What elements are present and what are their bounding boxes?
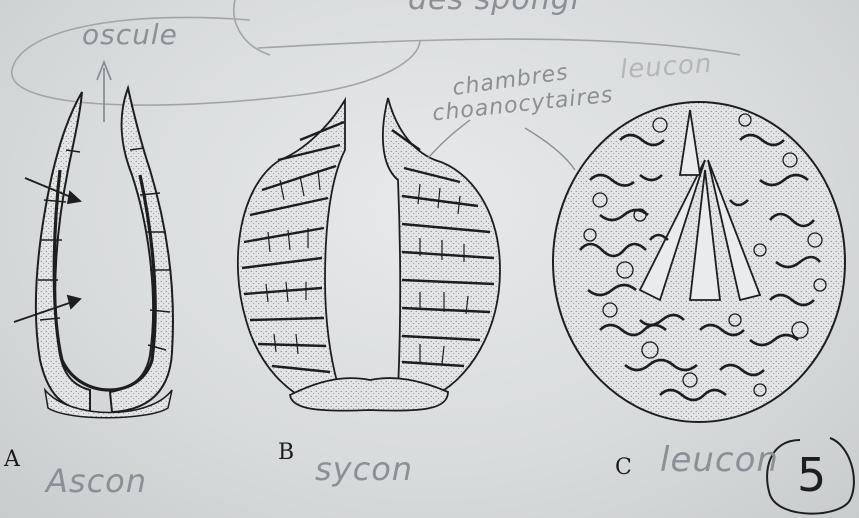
chambers-pointer [428, 120, 575, 170]
figure-label-c: C [615, 455, 632, 480]
oscule-label: oscule [82, 18, 178, 51]
grade-value: 5 [797, 448, 827, 502]
ascon-label: Ascon [46, 462, 147, 500]
ascon-sponge [14, 88, 173, 418]
ascon-right-wall [110, 88, 173, 412]
pencil-loops [12, 0, 740, 105]
leucon-label: leucon [660, 440, 779, 480]
osculum-arrow [97, 62, 111, 122]
leucon-sponge [553, 102, 845, 422]
figure-label-b: B [278, 440, 294, 465]
leucon-top-label: leucon [619, 49, 713, 85]
figure-label-a: A [4, 447, 20, 472]
sycon-sponge [238, 98, 500, 411]
top-handwriting: des spongi [408, 0, 580, 17]
sycon-label: sycon [315, 450, 413, 488]
sycon-left-body [238, 100, 345, 402]
